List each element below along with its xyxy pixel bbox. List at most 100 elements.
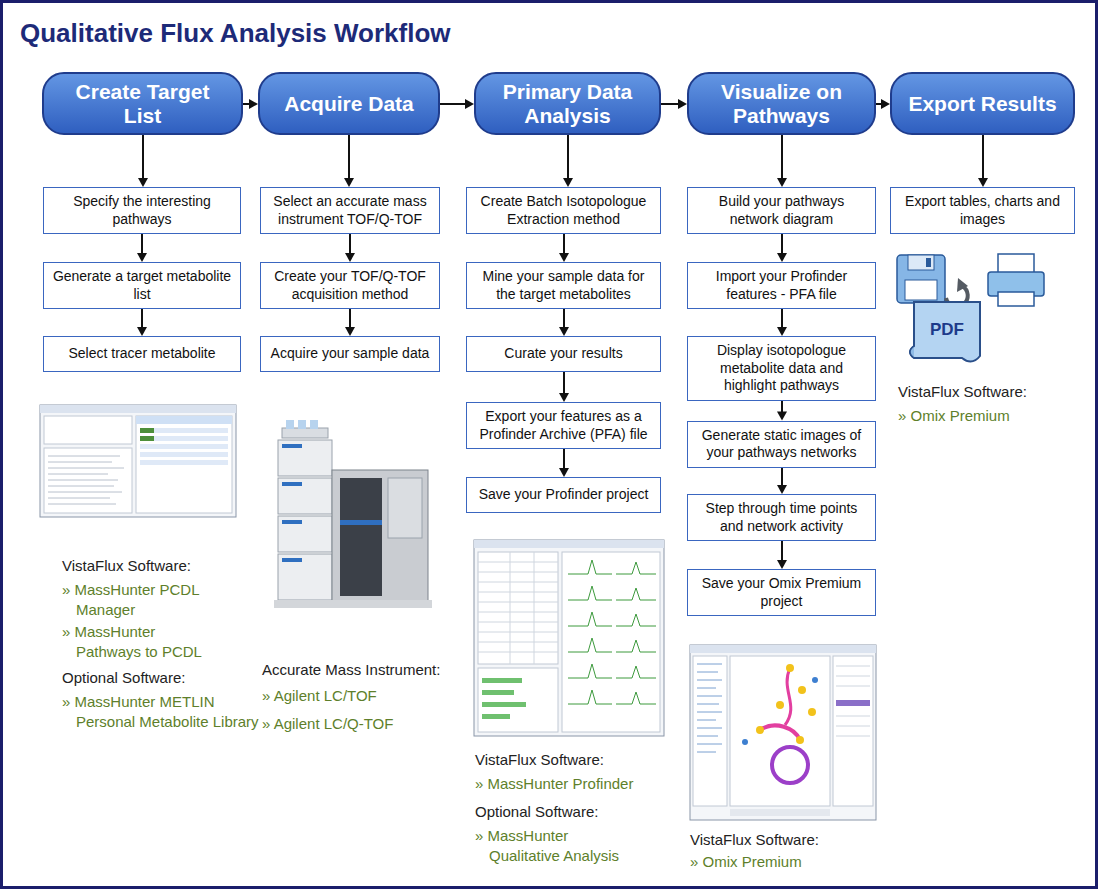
flow-arrow — [563, 135, 573, 187]
step-text: Generate a target metabolite list — [52, 268, 232, 303]
arrow-head — [559, 253, 569, 262]
arrow-line — [563, 372, 565, 394]
step-text: Select tracer metabolite — [68, 345, 215, 363]
step-box: Create your TOF/Q-TOF acquisition method — [260, 262, 440, 309]
step-text: Step through time points and network act… — [696, 500, 867, 535]
arrow-head — [137, 253, 147, 262]
step-text: Display isotopologue metabolite data and… — [696, 342, 867, 395]
flow-arrow — [777, 401, 787, 421]
arrow-head — [249, 99, 258, 109]
software-screenshot — [474, 540, 664, 736]
flow-arrow — [138, 135, 148, 187]
step-box: Display isotopologue metabolite data and… — [687, 336, 876, 401]
flow-arrow — [344, 135, 354, 187]
arrow-head — [345, 327, 355, 336]
step-box: Save your Profinder project — [466, 477, 661, 513]
software-item: » Agilent LC/Q-TOF — [262, 714, 456, 734]
arrow-head — [777, 560, 787, 569]
software-item: » MassHunter Profinder — [475, 774, 669, 794]
stage-header: Create Target List — [42, 72, 243, 135]
icon-label: PDF — [914, 319, 980, 341]
header-text: Create Target List — [68, 80, 218, 127]
flow-arrow — [777, 309, 787, 336]
arrow-line — [781, 468, 783, 487]
step-box: Create Batch Isotopologue Extraction met… — [466, 187, 661, 234]
header-text: Visualize on Pathways — [707, 80, 857, 127]
flow-arrow — [559, 372, 569, 402]
step-box: Step through time points and network act… — [687, 494, 876, 541]
arrow-line — [348, 135, 350, 179]
header-text: Acquire Data — [284, 92, 414, 116]
export-icons — [897, 254, 1044, 362]
flow-arrow — [243, 99, 258, 109]
arrow-head — [678, 99, 687, 109]
step-text: Export your features as a Profinder Arch… — [475, 408, 652, 443]
step-box: Mine your sample data for the target met… — [466, 262, 661, 309]
software-screenshot — [40, 405, 236, 517]
flow-arrow — [777, 234, 787, 262]
flow-arrow — [440, 99, 474, 109]
flow-arrow — [978, 135, 988, 187]
software-item: » MassHunter METLIN Personal Metabolite … — [62, 692, 272, 731]
arrow-head — [465, 99, 474, 109]
step-box: Import your Profinder features - PFA fil… — [687, 262, 876, 309]
software-item: » MassHunter Qualitative Analysis — [475, 826, 629, 865]
arrow-line — [563, 309, 565, 328]
stage-header: Visualize on Pathways — [687, 72, 876, 135]
step-text: Save your Profinder project — [479, 486, 649, 504]
step-box: Generate a target metabolite list — [43, 262, 241, 309]
step-text: Curate your results — [504, 345, 622, 363]
arrow-line — [440, 103, 466, 105]
step-text: Mine your sample data for the target met… — [475, 268, 652, 303]
flow-arrow — [345, 234, 355, 262]
arrow-line — [141, 234, 143, 254]
arrow-line — [349, 234, 351, 254]
arrow-head — [563, 178, 573, 187]
arrow-head — [978, 178, 988, 187]
arrow-line — [781, 135, 783, 179]
arrow-line — [563, 449, 565, 469]
flow-arrow — [661, 99, 687, 109]
arrow-line — [781, 309, 783, 328]
step-box: Select an accurate mass instrument TOF/Q… — [260, 187, 440, 234]
software-heading: VistaFlux Software: — [898, 382, 1078, 402]
arrow-head — [777, 253, 787, 262]
arrow-line — [141, 309, 143, 328]
step-box: Build your pathways network diagram — [687, 187, 876, 234]
stage-header: Export Results — [890, 72, 1075, 135]
instrument-picture — [274, 420, 432, 608]
software-heading: Optional Software: — [62, 668, 252, 688]
flow-arrow — [777, 135, 787, 187]
arrow-head — [345, 253, 355, 262]
arrow-head — [559, 393, 569, 402]
arrow-head — [777, 412, 787, 421]
software-heading: VistaFlux Software: — [475, 750, 655, 770]
arrow-line — [781, 401, 783, 413]
arrow-head — [777, 485, 787, 494]
step-text: Create Batch Isotopologue Extraction met… — [475, 193, 652, 228]
step-box: Export your features as a Profinder Arch… — [466, 402, 661, 449]
arrow-line — [781, 541, 783, 561]
flow-arrow — [137, 234, 147, 262]
flow-arrow — [559, 449, 569, 477]
software-item: » Omix Premium — [898, 406, 1072, 426]
step-text: Create your TOF/Q-TOF acquisition method — [269, 268, 431, 303]
software-screenshot — [690, 645, 876, 820]
arrow-line — [661, 103, 679, 105]
arrow-head — [881, 99, 890, 109]
flow-arrow — [137, 309, 147, 336]
arrow-head — [777, 327, 787, 336]
step-text: Import your Profinder features - PFA fil… — [696, 268, 867, 303]
step-text: Acquire your sample data — [271, 345, 430, 363]
arrow-line — [142, 135, 144, 179]
header-text: Primary Data Analysis — [493, 80, 643, 127]
flow-arrow — [876, 99, 890, 109]
software-item: » MassHunter PCDL Manager — [62, 580, 204, 619]
stage-header: Primary Data Analysis — [474, 72, 661, 135]
software-heading: VistaFlux Software: — [62, 556, 252, 576]
diagram-title: Qualitative Flux Analysis Workflow — [20, 18, 451, 49]
flow-arrow — [559, 309, 569, 336]
software-heading: Accurate Mass Instrument: — [262, 660, 462, 680]
arrow-head — [138, 178, 148, 187]
